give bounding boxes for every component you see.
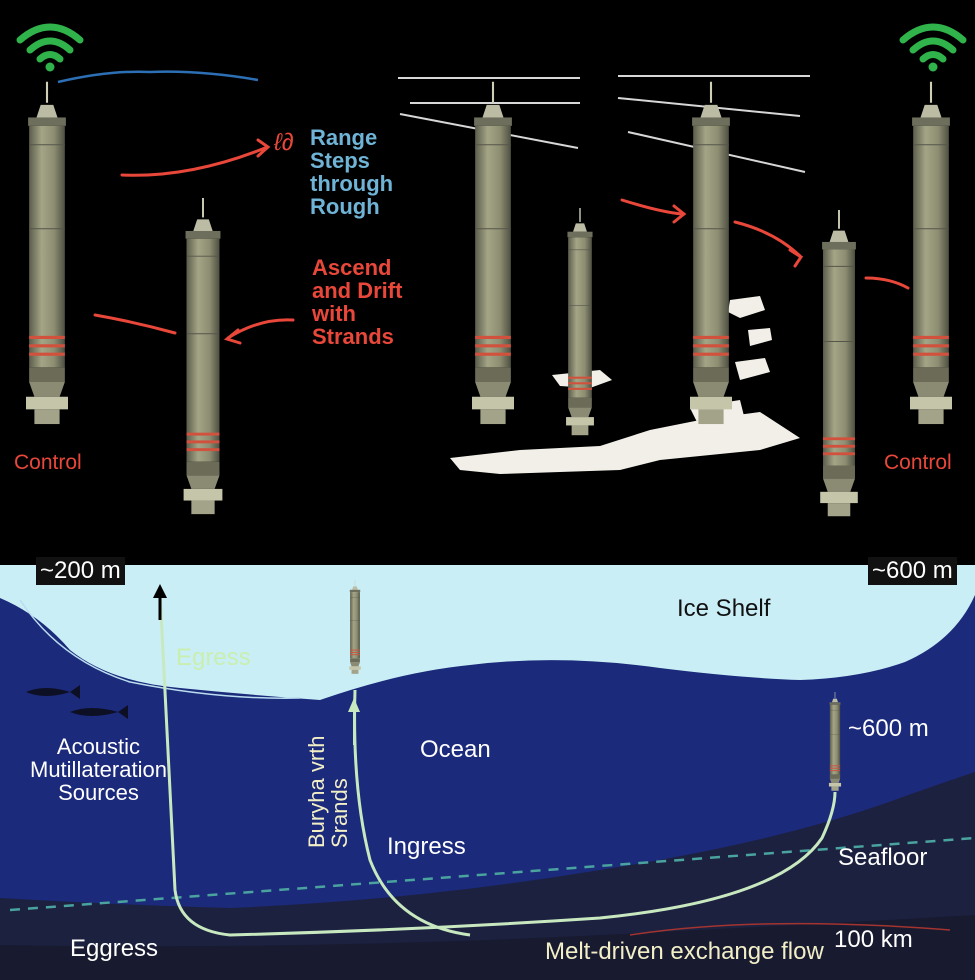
probe-control-right (910, 81, 952, 425)
fish-icon (70, 705, 128, 719)
seafloor (0, 772, 975, 980)
red-arrows (93, 138, 910, 345)
label-control-left: Control (14, 451, 82, 474)
surface-wave (57, 70, 259, 84)
label-distance: 100 km (834, 926, 913, 953)
label-ocean: Ocean (420, 736, 491, 763)
ice-shelf (0, 565, 975, 700)
label-control-right: Control (884, 451, 952, 474)
label-burying: Buryha vrth Srands (304, 735, 353, 849)
exchange-flow-line (629, 922, 951, 936)
probe (472, 81, 514, 425)
probe (819, 210, 859, 517)
ice-boundary-line (19, 599, 301, 699)
label-melt-flow: Melt-driven exchange flow (545, 938, 824, 965)
label-seafloor: Seafloor (838, 844, 928, 871)
label-ascend-drift: Ascend and Drift with Strands (312, 255, 403, 350)
depth-left: ~200 m (36, 557, 125, 585)
probe-control-left (26, 81, 68, 425)
probe-deep (828, 692, 842, 791)
label-eggress: Eggress (70, 935, 159, 962)
probe-under-ice (349, 580, 361, 675)
probe (565, 208, 595, 436)
label-egress: Egress (176, 644, 251, 671)
label-range-steps: Range Steps through Rough (310, 125, 394, 220)
depth-right: ~600 m (868, 557, 957, 585)
label-ingress: Ingress (387, 833, 466, 860)
up-arrows (153, 584, 360, 745)
label-odd-glyph: ℓ∂ (274, 129, 294, 156)
fish-icon (26, 685, 80, 699)
label-ice-shelf: Ice Shelf (677, 595, 771, 622)
probe (690, 81, 732, 425)
seafloor-deep (0, 915, 975, 980)
label-probe-depth: ~600 m (848, 715, 929, 742)
probe (183, 198, 223, 515)
label-acoustic: Acoustic Mutillateration Sources (30, 734, 167, 806)
